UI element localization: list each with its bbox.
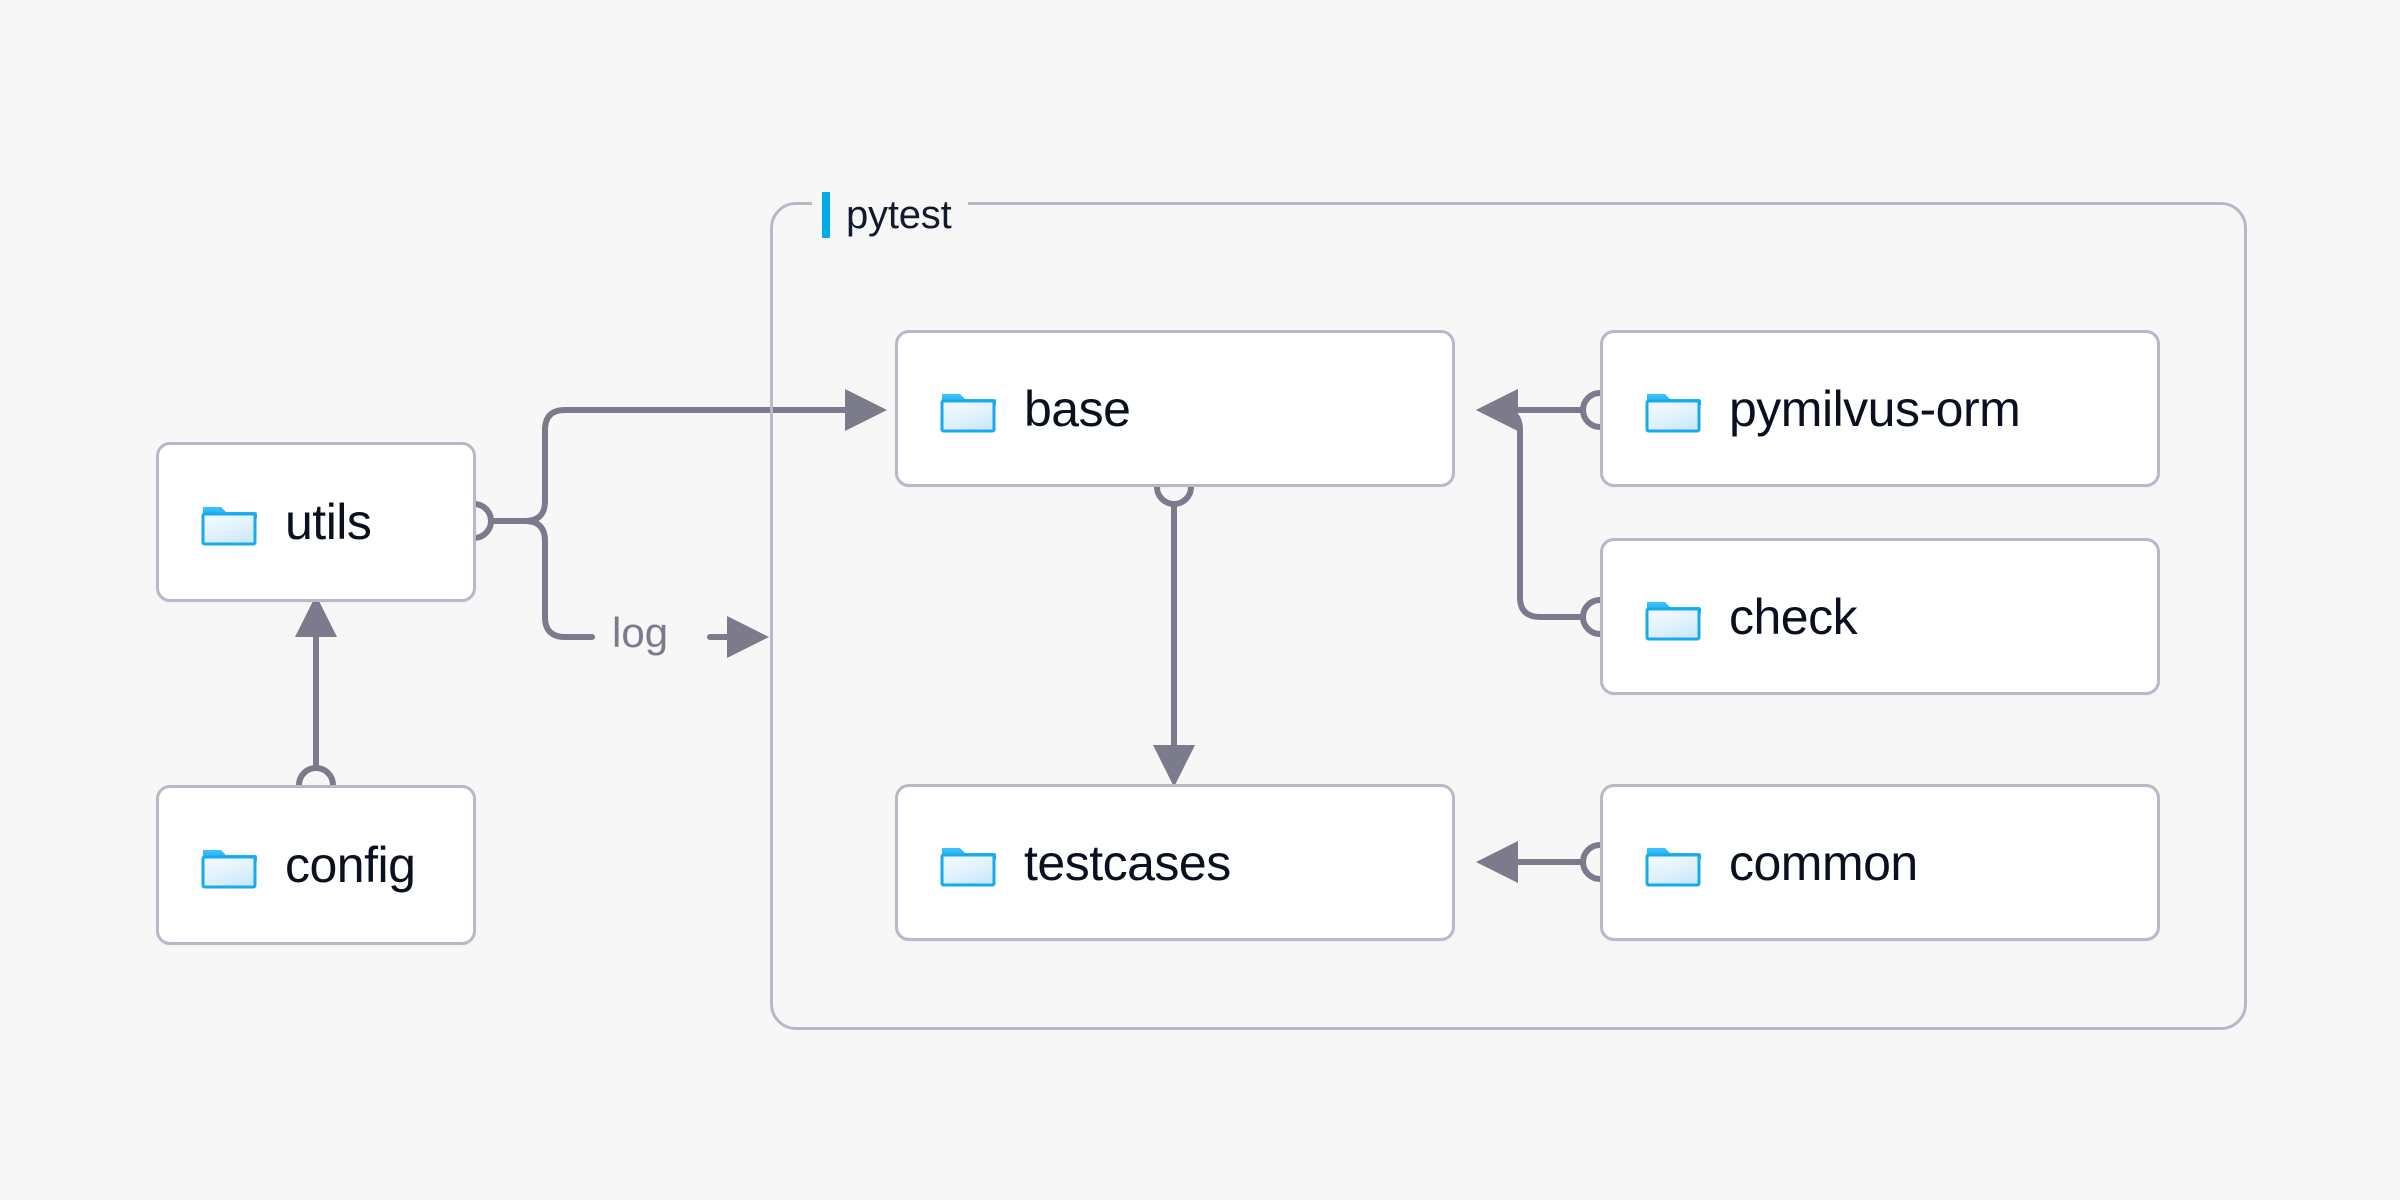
folder-icon bbox=[1645, 601, 1701, 640]
node-common[interactable]: common bbox=[1600, 784, 2160, 941]
node-utils[interactable]: utils bbox=[156, 442, 476, 602]
node-config[interactable]: config bbox=[156, 785, 476, 945]
node-base[interactable]: base bbox=[895, 330, 1455, 487]
group-title: pytest bbox=[846, 193, 952, 237]
node-label: testcases bbox=[1024, 834, 1231, 891]
edge-utils-to-pytest bbox=[522, 518, 595, 640]
node-label: config bbox=[285, 837, 416, 893]
edge-label-log: log bbox=[600, 612, 681, 654]
node-pymilvus-orm[interactable]: pymilvus-orm bbox=[1600, 330, 2160, 487]
node-testcases[interactable]: testcases bbox=[895, 784, 1455, 941]
group-label-pytest: pytest bbox=[812, 192, 968, 238]
node-label: utils bbox=[285, 494, 372, 550]
node-label: pymilvus-orm bbox=[1729, 380, 2021, 437]
node-label: common bbox=[1729, 834, 1918, 891]
folder-icon bbox=[201, 507, 257, 546]
folder-icon bbox=[201, 850, 257, 889]
node-label: check bbox=[1729, 588, 1858, 645]
folder-icon bbox=[1645, 847, 1701, 886]
folder-icon bbox=[1645, 393, 1701, 432]
folder-icon bbox=[940, 393, 996, 432]
folder-icon bbox=[940, 847, 996, 886]
group-container-pytest bbox=[770, 202, 2247, 1030]
node-label: base bbox=[1024, 380, 1131, 437]
accent-bar-icon bbox=[822, 192, 830, 238]
node-check[interactable]: check bbox=[1600, 538, 2160, 695]
